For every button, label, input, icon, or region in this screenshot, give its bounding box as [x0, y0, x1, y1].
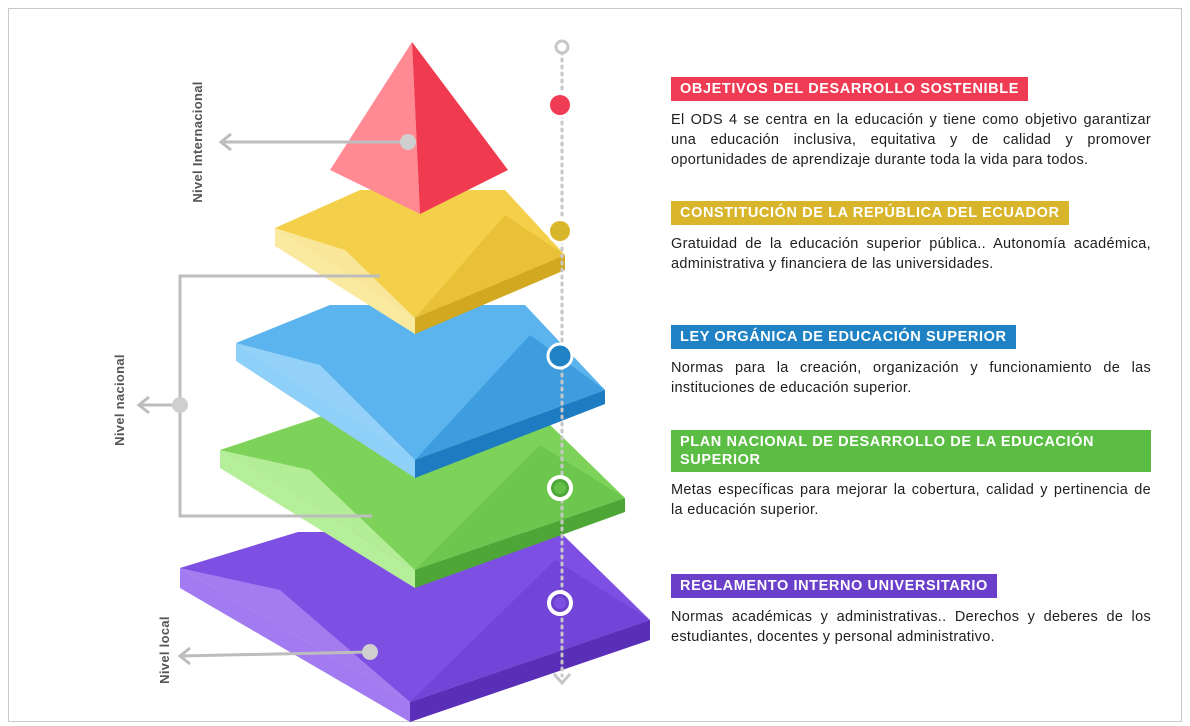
marker-ley-organica [546, 342, 574, 370]
section-title: PLAN NACIONAL DE DESARROLLO DE LA EDUCAC… [671, 430, 1151, 472]
frame-border [8, 8, 1182, 722]
marker-ods [550, 95, 570, 115]
section-ods: OBJETIVOS DEL DESARROLLO SOSTENIBLE El O… [671, 77, 1151, 170]
section-constitucion: CONSTITUCIÓN DE LA REPÚBLICA DEL ECUADOR… [671, 201, 1151, 274]
section-description: Gratuidad de la educación superior públi… [671, 236, 1151, 272]
level-label-nacional: Nivel nacional [112, 354, 127, 446]
pyramid-layer-reglamento [180, 532, 650, 722]
section-title: CONSTITUCIÓN DE LA REPÚBLICA DEL ECUADOR [671, 201, 1069, 225]
connector-local [177, 644, 378, 666]
marker-reglamento-inner [554, 597, 566, 609]
connector-internacional [218, 132, 416, 152]
section-title: REGLAMENTO INTERNO UNIVERSITARIO [671, 574, 997, 598]
section-ley-organica: LEY ORGÁNICA DE EDUCACIÓN SUPERIOR Norma… [671, 325, 1151, 398]
section-reglamento: REGLAMENTO INTERNO UNIVERSITARIO Normas … [671, 574, 1151, 647]
section-plan-nacional: PLAN NACIONAL DE DESARROLLO DE LA EDUCAC… [671, 430, 1151, 520]
level-label-internacional: Nivel Internacional [190, 81, 205, 203]
section-title: LEY ORGÁNICA DE EDUCACIÓN SUPERIOR [671, 325, 1016, 349]
pyramid-layer-plan-nacional [220, 415, 625, 588]
connector-nacional [136, 274, 380, 518]
level-label-local: Nivel local [157, 616, 172, 684]
section-title: OBJETIVOS DEL DESARROLLO SOSTENIBLE [671, 77, 1028, 101]
marker-plan-nacional-inner [554, 482, 566, 494]
section-description: Metas específicas para mejorar la cobert… [671, 482, 1151, 518]
pyramid-layer-constitucion [275, 190, 565, 334]
section-description: Normas académicas y administrativas.. De… [671, 609, 1151, 645]
pyramid-layer-ley-organica [236, 305, 605, 478]
section-description: El ODS 4 se centra en la educación y tie… [671, 112, 1151, 168]
timeline-end-arrow [552, 673, 572, 686]
section-description: Normas para la creación, organización y … [671, 360, 1151, 396]
pyramid-layer-ods [330, 42, 508, 214]
timeline-start-circle [554, 39, 570, 55]
marker-constitucion [550, 221, 570, 241]
